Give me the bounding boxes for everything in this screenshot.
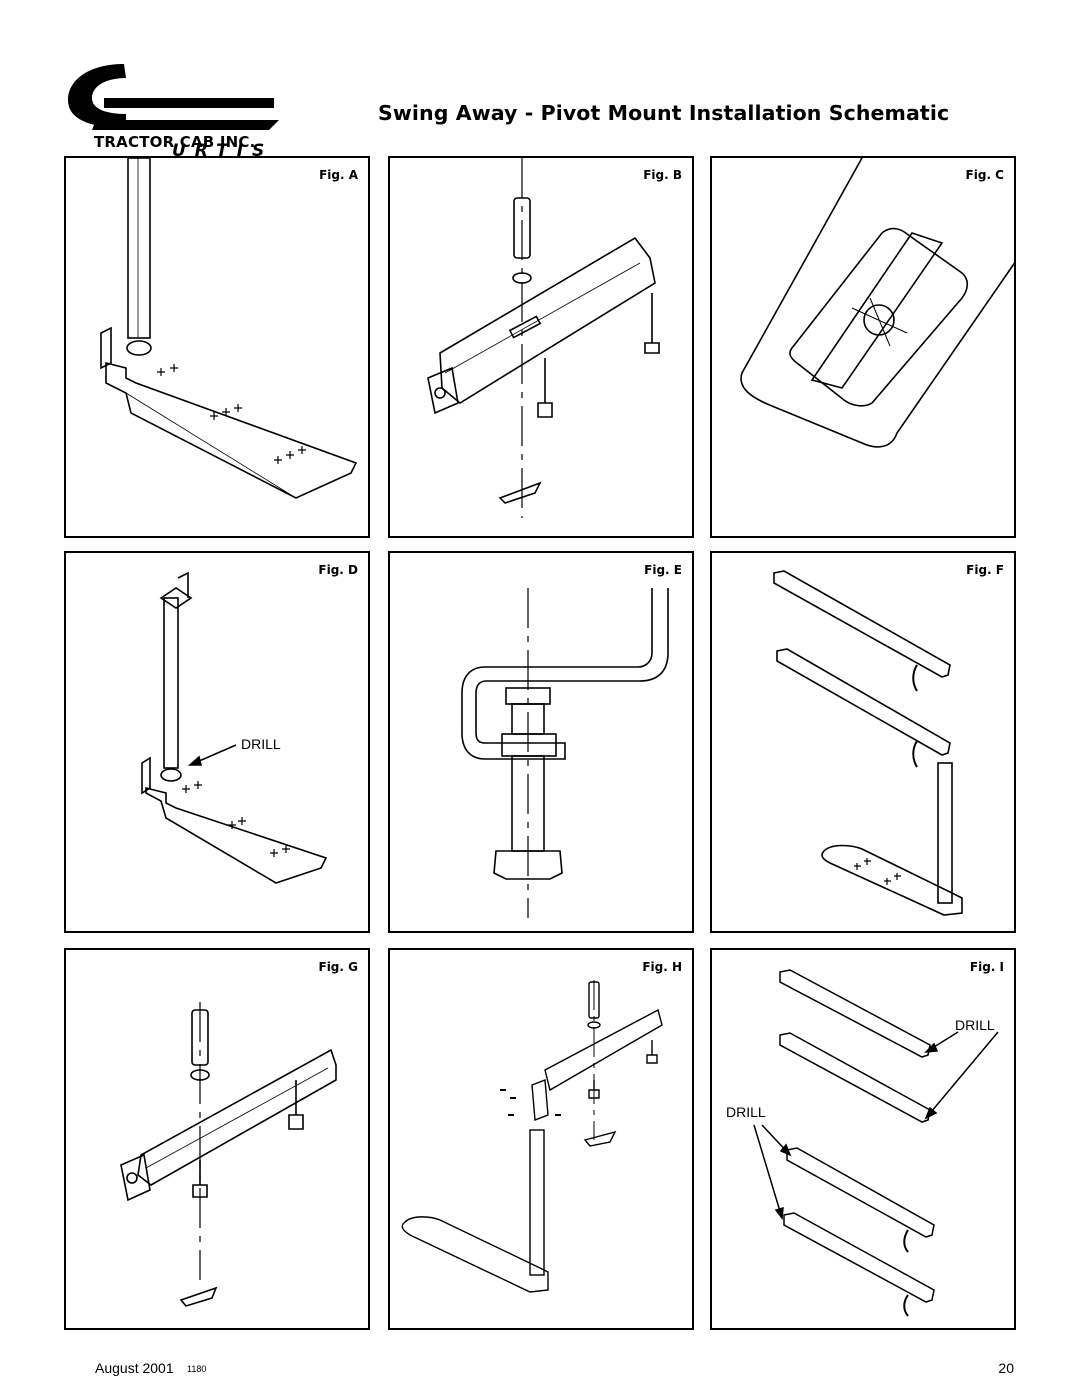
footer-date: August 2001 [95,1360,174,1376]
figure-e-panel: Fig. E [388,551,694,933]
figure-e-drawing [461,588,669,918]
footer-code: 1180 [187,1364,207,1374]
figure-label: Fig. H [642,960,682,974]
figure-c-panel: Fig. C [710,156,1016,538]
figure-h-panel: Fig. H [388,948,694,1330]
page-number: 20 [998,1360,1014,1376]
figure-i-drawing [753,969,999,1317]
figure-i-panel: Fig. I DRILL DRILL [710,948,1016,1330]
figure-c-drawing [740,158,1014,448]
figure-label: Fig. G [318,960,359,974]
figure-d-panel: Fig. D DRILL [64,551,370,933]
figure-label: Fig. I [969,960,1004,974]
page-title: Swing Away - Pivot Mount Installation Sc… [378,101,950,125]
figure-label: Fig. B [643,168,682,182]
figure-b-panel: Fig. B [388,156,694,538]
figure-g-panel: Fig. G [64,948,370,1330]
drill-callout: DRILL [241,736,281,752]
logo-subtitle: TRACTOR CAB INC. [94,133,256,151]
drill-callout-top: DRILL [955,1017,995,1033]
figure-a-panel: Fig. A [64,156,370,538]
figure-f-drawing [773,570,963,916]
drill-callout-bottom: DRILL [726,1104,766,1120]
figure-g-drawing [120,1002,337,1307]
figure-b-drawing [427,158,660,518]
figure-d-drawing [141,571,328,884]
figure-label: Fig. C [965,168,1004,182]
figure-label: Fig. F [966,563,1004,577]
figure-label: Fig. D [318,563,358,577]
figure-label: Fig. A [319,168,358,182]
figure-label: Fig. E [644,563,682,577]
logo-c-mark [68,64,279,130]
figure-a-drawing [100,158,358,499]
figure-h-drawing [401,980,663,1293]
figure-f-panel: Fig. F [710,551,1016,933]
